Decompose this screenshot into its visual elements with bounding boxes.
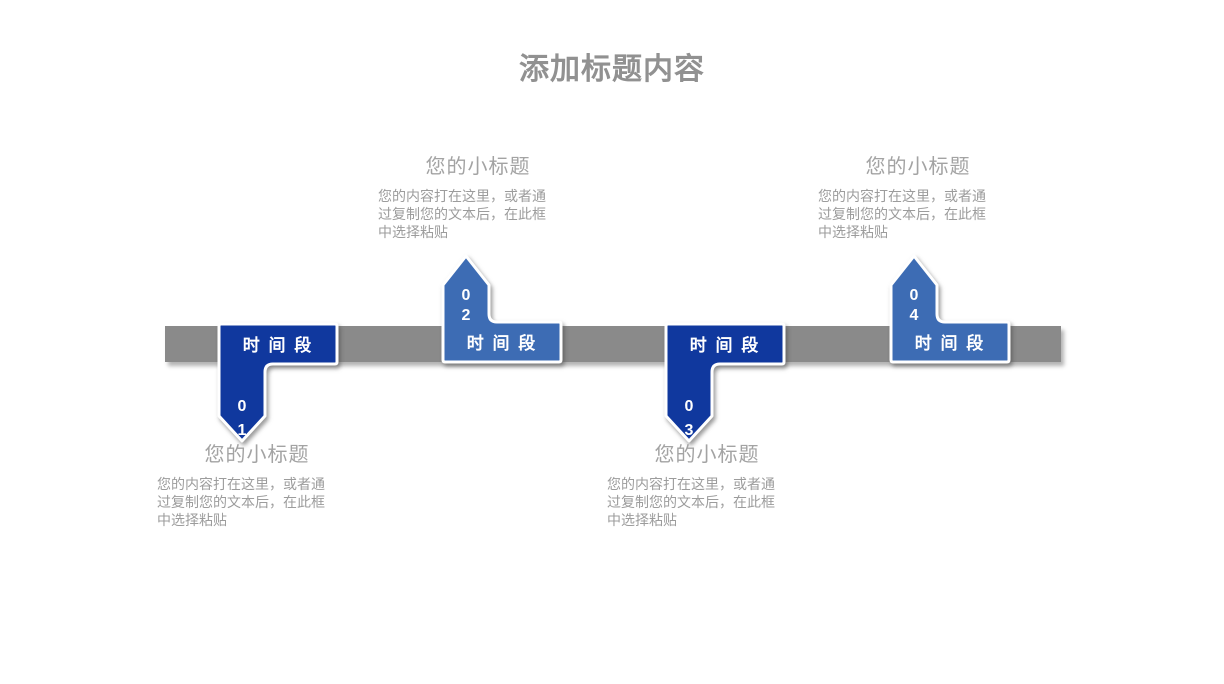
flag-down-shape-03 [664,322,786,443]
flag-up-shape-02 [441,254,563,364]
item-02-body-line: 中选择粘贴 [378,224,448,240]
marker-02-digit-bottom: 2 [462,307,471,324]
marker-02-digit-top: 0 [462,287,471,304]
item-01-heading: 您的小标题 [204,444,310,466]
time-period-label-02: 时 间 段 [467,333,537,353]
item-04-body-line: 过复制您的文本后，在此框 [818,206,986,222]
slide-title: 添加标题内容 [519,53,705,86]
item-04-body-line: 您的内容打在这里，或者通 [818,188,986,204]
time-period-label-04: 时 间 段 [915,333,985,353]
item-04-textblock: 您的小标题 您的内容打在这里，或者通 过复制您的文本后，在此框 中选择粘贴 [818,150,1018,241]
timeline-marker-04: 0 4 时 间 段 [889,254,1011,364]
marker-04-digit-bottom: 4 [910,307,919,324]
item-02-body-line: 您的内容打在这里，或者通 [378,188,546,204]
timeline-marker-03: 时 间 段 0 3 [664,322,786,443]
time-period-label-03: 时 间 段 [690,335,760,355]
item-01-body-line: 中选择粘贴 [157,512,227,528]
item-03-body-line: 过复制您的文本后，在此框 [607,494,775,510]
item-03-textblock: 您的小标题 您的内容打在这里，或者通 过复制您的文本后，在此框 中选择粘贴 [607,438,807,529]
timeline-marker-02: 0 2 时 间 段 [441,254,563,364]
item-02-body-line: 过复制您的文本后，在此框 [378,206,546,222]
item-03-heading: 您的小标题 [654,444,760,466]
item-02-heading: 您的小标题 [425,156,531,178]
marker-03-digit-top: 0 [685,398,694,415]
item-04-heading: 您的小标题 [865,156,971,178]
item-04-body-line: 中选择粘贴 [818,224,888,240]
item-03-body-line: 您的内容打在这里，或者通 [607,476,775,492]
flag-down-shape-01 [217,322,339,443]
marker-03-digit-bottom: 3 [685,422,694,439]
marker-04-digit-top: 0 [910,287,919,304]
item-01-body-line: 过复制您的文本后，在此框 [157,494,325,510]
item-02-textblock: 您的小标题 您的内容打在这里，或者通 过复制您的文本后，在此框 中选择粘贴 [378,150,578,241]
time-period-label-01: 时 间 段 [243,335,313,355]
marker-01-digit-bottom: 1 [238,422,247,439]
item-01-textblock: 您的小标题 您的内容打在这里，或者通 过复制您的文本后，在此框 中选择粘贴 [157,438,357,529]
flag-up-shape-04 [889,254,1011,364]
marker-01-digit-top: 0 [238,398,247,415]
item-01-body-line: 您的内容打在这里，或者通 [157,476,325,492]
timeline-marker-01: 时 间 段 0 1 [217,322,339,443]
item-03-body-line: 中选择粘贴 [607,512,677,528]
